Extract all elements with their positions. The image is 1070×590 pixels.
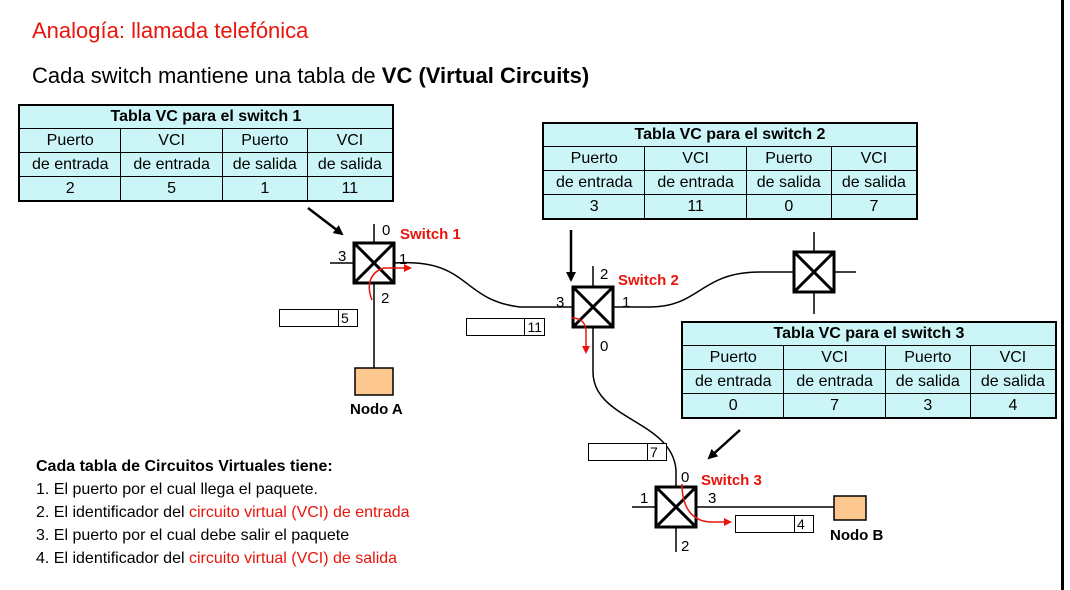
node-a-label: Nodo A xyxy=(350,401,403,418)
subtitle-bold: VC (Virtual Circuits) xyxy=(381,63,590,88)
port-label: 2 xyxy=(381,290,390,307)
explanation-highlight: circuito virtual (VCI) de salida xyxy=(188,550,398,567)
table-cell: de entrada xyxy=(542,170,646,195)
table-cell: Puerto xyxy=(681,345,785,370)
table-cell: 0 xyxy=(745,194,832,220)
table-title: Tabla VC para el switch 2 xyxy=(542,122,918,147)
explanation-item: 3. El puerto por el cual debe salir el p… xyxy=(36,527,350,544)
table-cell: 7 xyxy=(783,393,886,419)
port-label: 3 xyxy=(556,294,565,311)
table-cell: de entrada xyxy=(120,152,223,177)
table-cell: de entrada xyxy=(681,369,785,394)
switch-2-icon xyxy=(571,266,615,329)
switch-3-icon xyxy=(632,485,834,552)
table-cell: Puerto xyxy=(221,128,308,153)
packet-vci: 4 xyxy=(794,516,813,532)
table-cell: 11 xyxy=(644,194,747,220)
port-label: 3 xyxy=(708,490,717,507)
explanation-item: 4. El identificador del circuito virtual… xyxy=(36,547,410,570)
explanation-list: Cada tabla de Circuitos Virtuales tiene:… xyxy=(36,455,410,570)
table-cell: VCI xyxy=(969,345,1057,370)
table-cell: Puerto xyxy=(542,146,646,171)
table-cell: Puerto xyxy=(745,146,832,171)
packet: 7 xyxy=(588,443,667,461)
explanation-text: 2. El identificador del xyxy=(36,504,189,521)
table-cell: 4 xyxy=(969,393,1057,419)
table-cell: de salida xyxy=(969,369,1057,394)
table-cell: de salida xyxy=(221,152,308,177)
table-cell: 7 xyxy=(830,194,918,220)
packet: 5 xyxy=(279,309,358,327)
packet: 4 xyxy=(735,515,814,533)
switch-1-label: Switch 1 xyxy=(400,226,461,243)
table-cell: de salida xyxy=(830,170,918,195)
pointer-table3 xyxy=(707,429,741,460)
port-label: 2 xyxy=(681,538,690,555)
table-cell: VCI xyxy=(120,128,223,153)
table-cell: de salida xyxy=(884,369,971,394)
slide-subtitle: Cada switch mantiene una tabla de VC (Vi… xyxy=(32,63,589,89)
table-cell: 3 xyxy=(884,393,971,419)
node-b-icon xyxy=(833,495,867,521)
subtitle-text: Cada switch mantiene una tabla de xyxy=(32,63,382,88)
flow-arrow-s2 xyxy=(571,317,590,354)
link-s2-s3 xyxy=(592,327,677,486)
table-cell: VCI xyxy=(644,146,747,171)
table-cell: 3 xyxy=(542,194,646,220)
node-a-icon xyxy=(354,367,394,396)
node-b-label: Nodo B xyxy=(830,527,884,544)
vc-table-switch-1: Tabla VC para el switch 1 Puerto VCI Pue… xyxy=(18,104,394,202)
table-cell: de entrada xyxy=(18,152,122,177)
flow-arrow-s1 xyxy=(368,264,412,301)
table-cell: de entrada xyxy=(783,369,886,394)
table-cell: de salida xyxy=(745,170,832,195)
table-title: Tabla VC para el switch 3 xyxy=(681,321,1057,346)
table-cell: VCI xyxy=(783,345,886,370)
pointer-table1 xyxy=(307,207,344,236)
packet-vci: 11 xyxy=(524,319,544,335)
explanation-highlight: circuito virtual (VCI) de entrada xyxy=(188,504,410,521)
explanation-item: 2. El identificador del circuito virtual… xyxy=(36,501,410,524)
table-cell: 1 xyxy=(221,176,308,202)
table-cell: 2 xyxy=(18,176,122,202)
port-label: 1 xyxy=(622,294,631,311)
packet-vci: 7 xyxy=(647,444,666,460)
port-label: 3 xyxy=(338,248,347,265)
flow-arrow-s3 xyxy=(681,483,732,526)
link-s2-s4 xyxy=(613,271,793,308)
switch-2-label: Switch 2 xyxy=(618,272,679,289)
switch-1-icon xyxy=(330,224,396,368)
explanation-item: 1. El puerto por el cual llega el paquet… xyxy=(36,481,318,498)
explanation-heading: Cada tabla de Circuitos Virtuales tiene: xyxy=(36,458,333,475)
table-cell: Puerto xyxy=(18,128,122,153)
table-cell: 0 xyxy=(681,393,785,419)
table-title: Tabla VC para el switch 1 xyxy=(18,104,394,129)
port-label: 2 xyxy=(600,266,609,283)
port-label: 1 xyxy=(399,251,408,268)
link-s1-s2 xyxy=(393,261,573,308)
port-label: 0 xyxy=(681,469,690,486)
vc-table-switch-3: Tabla VC para el switch 3 Puerto VCI Pue… xyxy=(681,321,1057,419)
packet: 11 xyxy=(466,318,545,336)
table-cell: VCI xyxy=(830,146,918,171)
table-cell: de salida xyxy=(306,152,394,177)
table-cell: 11 xyxy=(306,176,394,202)
vc-table-switch-2: Tabla VC para el switch 2 Puerto VCI Pue… xyxy=(542,122,918,220)
slide-title: Analogía: llamada telefónica xyxy=(32,18,309,43)
table-cell: de entrada xyxy=(644,170,747,195)
table-cell: Puerto xyxy=(884,345,971,370)
slide-border xyxy=(1061,0,1064,590)
switch-4-icon xyxy=(792,232,856,314)
port-label: 1 xyxy=(640,490,649,507)
port-label: 0 xyxy=(600,338,609,355)
packet-vci: 5 xyxy=(338,310,357,326)
switch-3-label: Switch 3 xyxy=(701,472,762,489)
table-cell: 5 xyxy=(120,176,223,202)
table-cell: VCI xyxy=(306,128,394,153)
explanation-text: 4. El identificador del xyxy=(36,550,189,567)
port-label: 0 xyxy=(382,222,391,239)
